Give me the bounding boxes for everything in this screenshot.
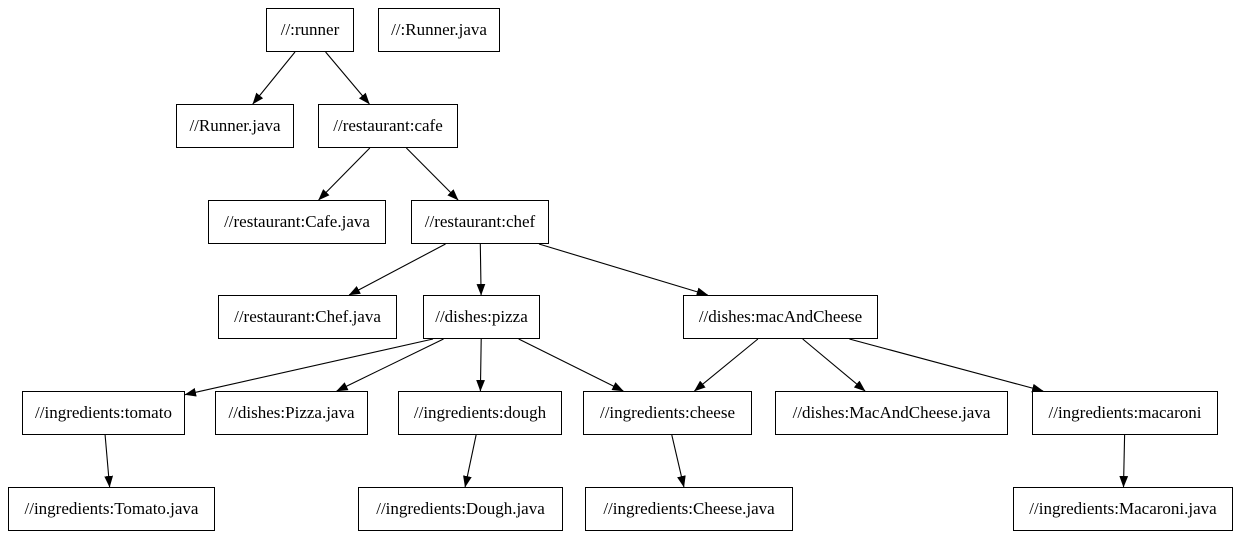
graph-node-label: //restaurant:Cafe.java xyxy=(224,212,370,231)
graph-edge-cheese-to-cheese-java xyxy=(671,434,686,488)
graph-node-label: //dishes:Pizza.java xyxy=(228,403,355,422)
graph-node-chef: //restaurant:chef xyxy=(411,200,549,244)
graph-edge-pizza-to-dough xyxy=(476,338,485,392)
graph-node-label: //ingredients:Tomato.java xyxy=(24,499,199,518)
graph-edge-cafe-to-chef xyxy=(406,147,459,201)
graph-node-label: //restaurant:cafe xyxy=(333,116,443,135)
graph-node-label: //:runner xyxy=(280,20,340,39)
graph-node-mac-and-cheese-java: //dishes:MacAndCheese.java xyxy=(775,391,1008,435)
graph-node-label: //ingredients:macaroni xyxy=(1048,403,1202,422)
graph-node-cafe-java: //restaurant:Cafe.java xyxy=(208,200,386,244)
graph-node-chef-java: //restaurant:Chef.java xyxy=(218,295,397,339)
graph-edge-pizza-to-tomato xyxy=(184,338,434,397)
graph-node-dough: //ingredients:dough xyxy=(398,391,562,435)
graph-node-dough-java: //ingredients:Dough.java xyxy=(358,487,563,531)
graph-edge-dough-to-dough-java xyxy=(463,434,477,488)
graph-node-macaroni: //ingredients:macaroni xyxy=(1032,391,1218,435)
graph-node-runner-java: //Runner.java xyxy=(176,104,294,148)
graph-node-runner-java-target: //:Runner.java xyxy=(378,8,500,52)
graph-edge-runner-to-cafe xyxy=(325,51,370,105)
graph-edge-chef-to-mac-and-cheese xyxy=(538,243,709,297)
graph-node-cafe: //restaurant:cafe xyxy=(318,104,458,148)
graph-node-tomato-java: //ingredients:Tomato.java xyxy=(8,487,215,531)
graph-edge-mac-and-cheese-to-macaroni xyxy=(849,338,1044,393)
graph-edge-chef-to-chef-java xyxy=(348,243,446,296)
graph-edge-macaroni-to-macaroni-java xyxy=(1119,434,1129,488)
graph-node-label: //ingredients:Dough.java xyxy=(376,499,545,518)
graph-node-label: //dishes:MacAndCheese.java xyxy=(792,403,991,422)
graph-node-label: //restaurant:chef xyxy=(424,212,536,231)
graph-node-pizza-java: //dishes:Pizza.java xyxy=(215,391,368,435)
graph-edge-pizza-to-pizza-java xyxy=(336,338,444,392)
graph-edge-mac-and-cheese-to-mac-and-cheese-java xyxy=(802,338,866,392)
graph-node-label: //ingredients:Macaroni.java xyxy=(1029,499,1217,518)
graph-node-macaroni-java: //ingredients:Macaroni.java xyxy=(1013,487,1233,531)
graph-node-label: //Runner.java xyxy=(189,116,281,135)
graph-node-label: //:Runner.java xyxy=(391,20,487,39)
graph-node-cheese: //ingredients:cheese xyxy=(583,391,752,435)
graph-edge-pizza-to-cheese xyxy=(518,338,624,392)
graph-node-label: //dishes:macAndCheese xyxy=(698,307,863,326)
graph-node-runner: //:runner xyxy=(266,8,354,52)
graph-node-label: //restaurant:Chef.java xyxy=(234,307,381,326)
graph-node-label: //ingredients:cheese xyxy=(599,403,735,422)
graph-edge-mac-and-cheese-to-cheese xyxy=(694,338,759,392)
graph-edge-chef-to-pizza xyxy=(476,243,486,296)
graph-edge-cafe-to-cafe-java xyxy=(318,147,371,201)
graph-edge-runner-to-runner-java xyxy=(252,51,296,105)
graph-node-pizza: //dishes:pizza xyxy=(423,295,540,339)
graph-node-mac-and-cheese: //dishes:macAndCheese xyxy=(683,295,878,339)
graph-edge-tomato-to-tomato-java xyxy=(104,434,114,488)
graph-node-label: //ingredients:dough xyxy=(413,403,547,422)
graph-node-cheese-java: //ingredients:Cheese.java xyxy=(585,487,793,531)
graph-node-label: //ingredients:tomato xyxy=(35,403,172,422)
graph-node-label: //ingredients:Cheese.java xyxy=(603,499,775,518)
graph-node-tomato: //ingredients:tomato xyxy=(22,391,185,435)
graph-node-label: //dishes:pizza xyxy=(435,307,528,326)
